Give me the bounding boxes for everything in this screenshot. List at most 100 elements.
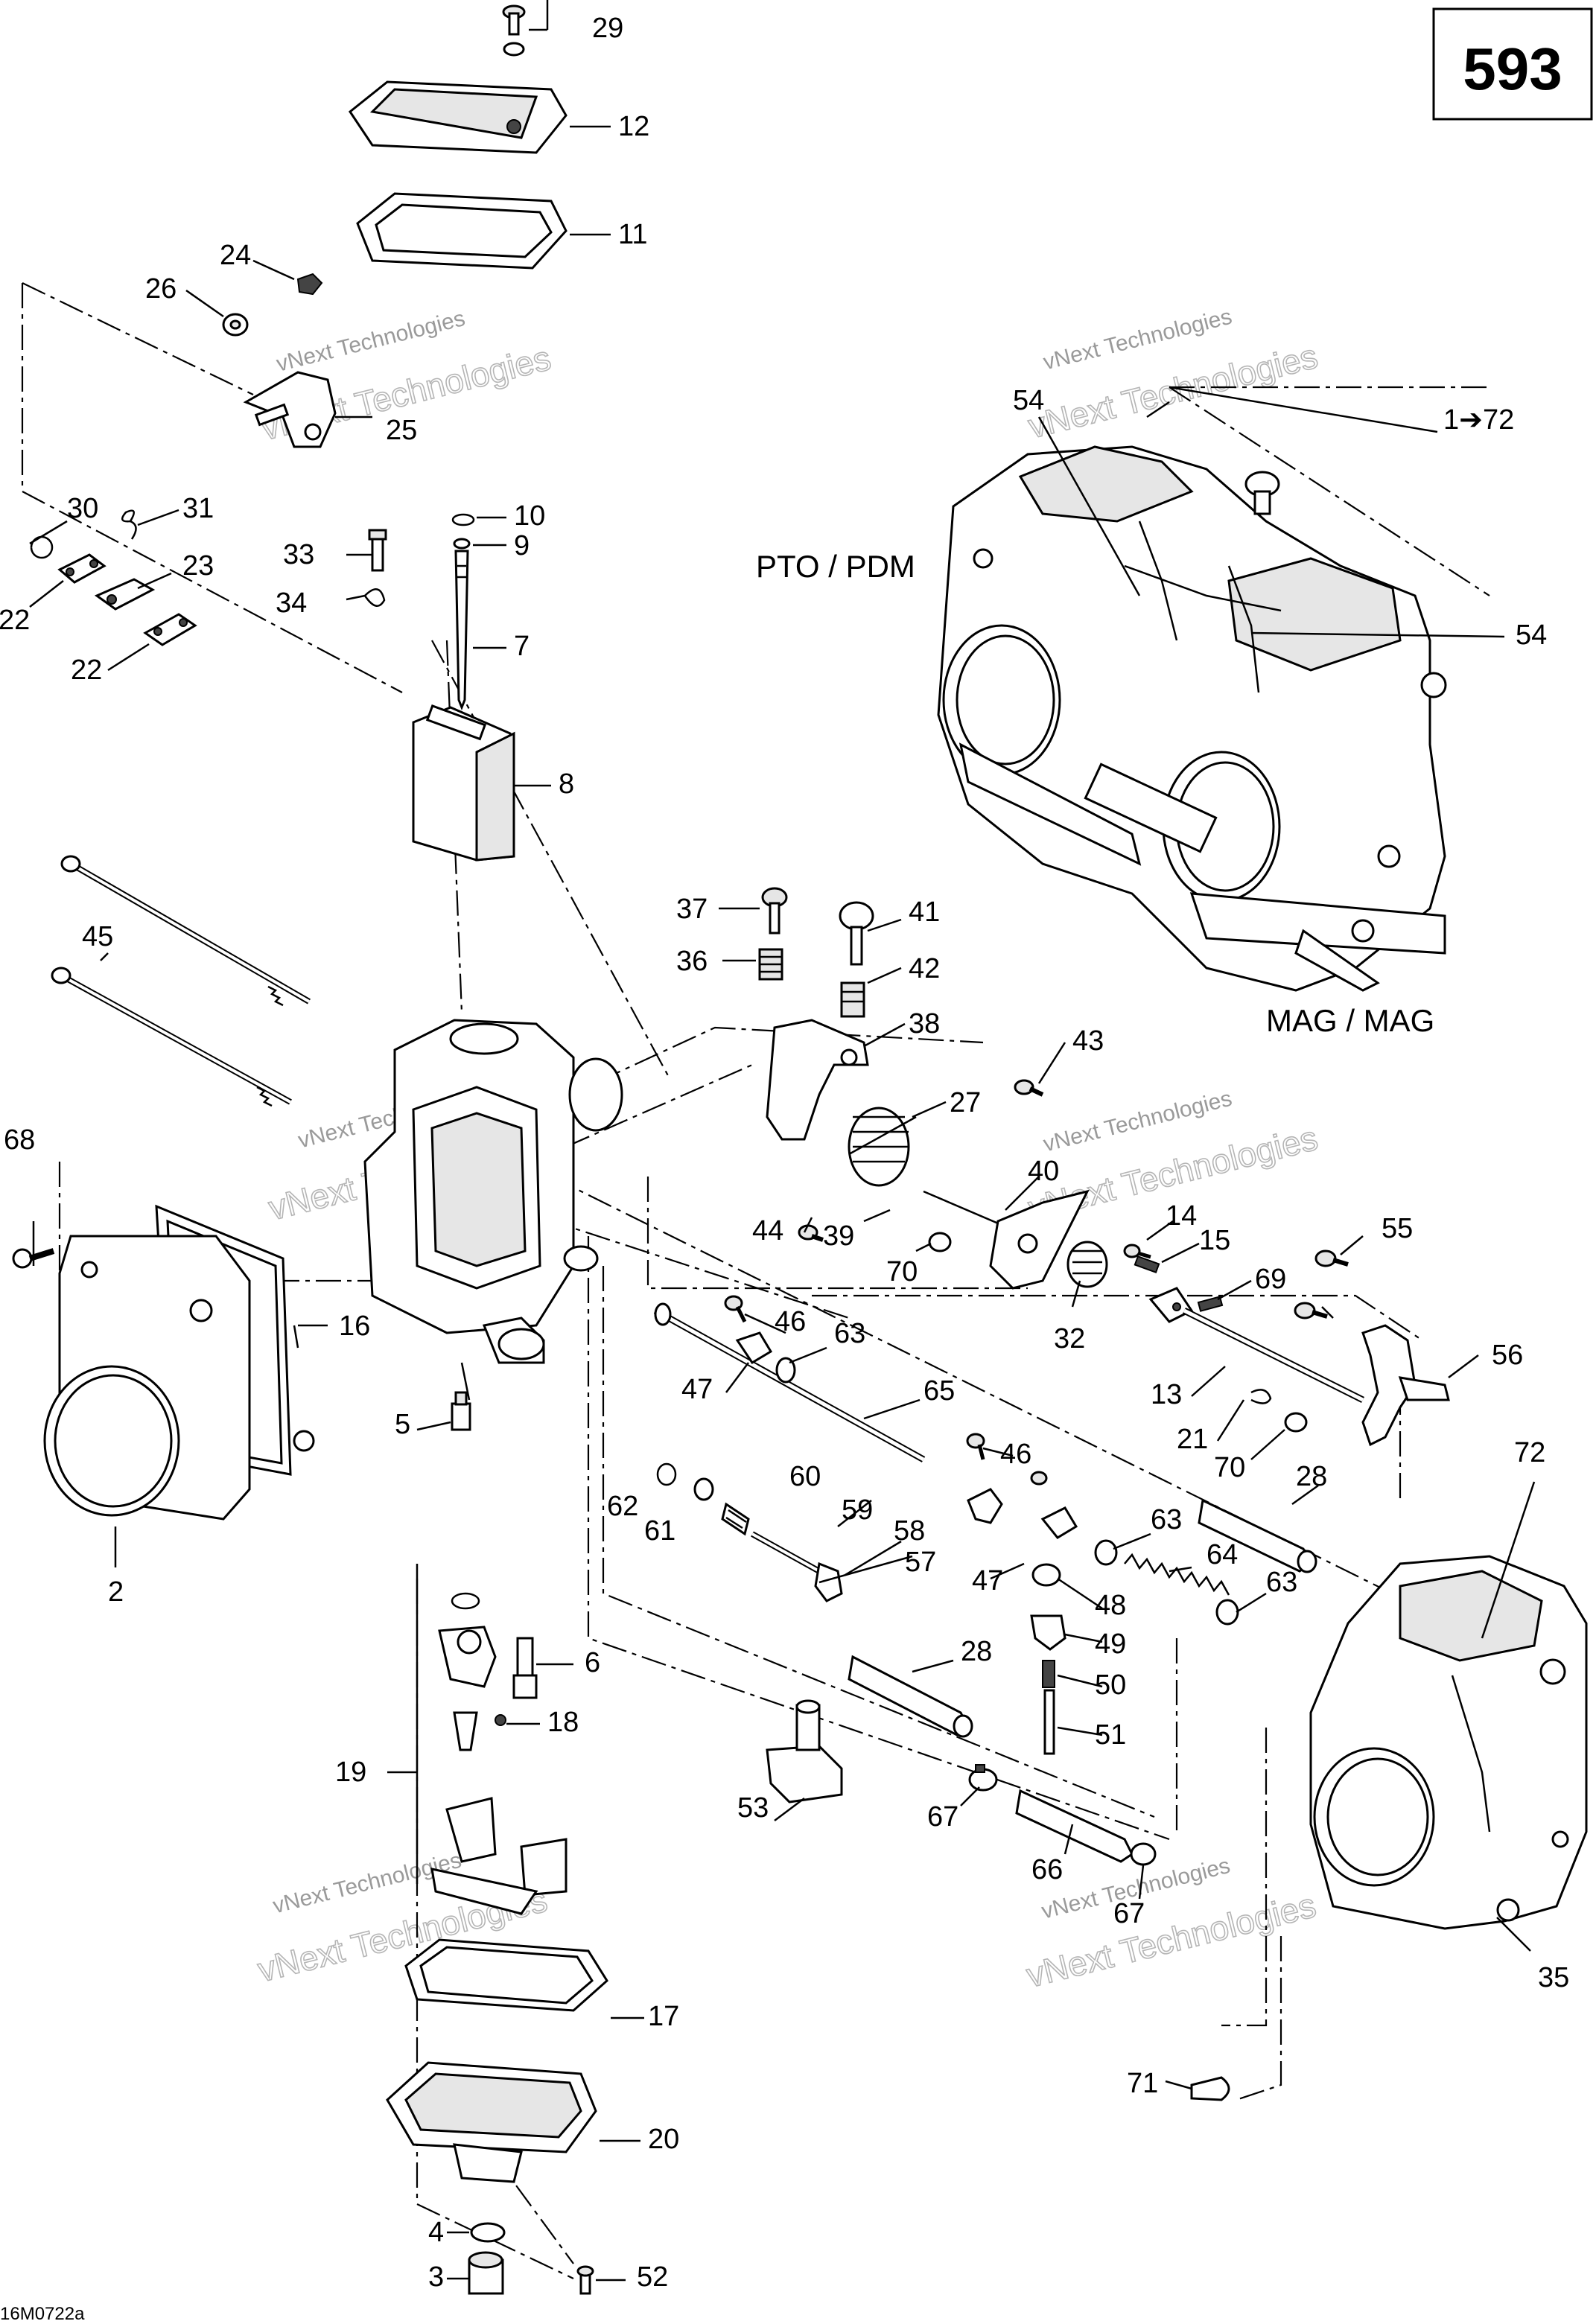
callout-label: 58 <box>894 1515 925 1547</box>
part-bracket-38 <box>766 1019 869 1141</box>
part-clip-34 <box>363 588 386 607</box>
callout-label: 24 <box>220 240 251 271</box>
callout-label: 2 <box>108 1576 124 1608</box>
part-float-19 <box>430 1797 567 1915</box>
callout-label: 34 <box>276 588 307 619</box>
part-knob-58 <box>814 1561 843 1602</box>
part-screw-14 <box>1123 1244 1151 1259</box>
mag-mag-label: MAG / MAG <box>1266 1003 1434 1038</box>
reference-code: 16M0722a <box>0 2304 85 2324</box>
part-clamp-47-a <box>735 1331 773 1365</box>
part-screw-43 <box>1014 1079 1044 1097</box>
part-oring-4 <box>470 2222 506 2243</box>
callout-label: 63 <box>1151 1504 1182 1535</box>
callout-label: 48 <box>1095 1590 1126 1621</box>
callout-label: 27 <box>950 1087 981 1118</box>
part-screw-24 <box>296 273 323 296</box>
callout-label: 38 <box>909 1008 940 1040</box>
part-shaft-65 <box>653 1302 926 1462</box>
part-spring-31 <box>121 509 137 540</box>
part-clip-30 <box>30 535 54 559</box>
part-plug-3 <box>468 2251 504 2295</box>
part-link-22-lower <box>143 613 197 646</box>
callout-label: 23 <box>182 550 214 582</box>
callout-label: 10 <box>514 500 545 532</box>
callout-label: 32 <box>1054 1323 1085 1354</box>
callout-label: 35 <box>1538 1962 1569 1993</box>
callout-label: 55 <box>1382 1213 1413 1244</box>
callout-label: 30 <box>67 493 98 524</box>
callout-label: 43 <box>1072 1025 1104 1057</box>
callout-label: 70 <box>1214 1452 1245 1483</box>
callout-label: 67 <box>1113 1898 1145 1929</box>
callout-label: 11 <box>618 219 647 250</box>
part-spring-64 <box>1124 1553 1230 1596</box>
part-spring-42 <box>840 981 865 1018</box>
part-screw-46-c <box>1030 1471 1048 1486</box>
callout-label: 33 <box>283 539 314 570</box>
part-link-22-upper <box>57 553 106 584</box>
callout-label: 70 <box>886 1256 918 1287</box>
callout-label: 28 <box>1296 1461 1327 1492</box>
callout-label: 56 <box>1492 1340 1523 1371</box>
part-clamp-13 <box>1148 1287 1194 1323</box>
callout-label: 13 <box>1151 1379 1182 1410</box>
callout-label: 22 <box>71 655 102 686</box>
callout-label: 51 <box>1095 1719 1126 1751</box>
part-needle-seat-18 <box>438 1626 506 1751</box>
part-needle-7 <box>454 550 469 711</box>
callout-label: 3 <box>428 2261 444 2293</box>
part-clip-21 <box>1250 1389 1272 1404</box>
part-screw-55-a <box>1314 1249 1349 1267</box>
part-clamp-67-b <box>1130 1842 1157 1866</box>
part-cap-48 <box>1031 1563 1061 1587</box>
callout-label: 47 <box>681 1374 713 1405</box>
part-screw-33 <box>368 529 387 572</box>
part-intake-plate-2 <box>43 1235 251 1521</box>
part-rod-28-lower <box>848 1655 973 1738</box>
callout-label: 5 <box>395 1409 410 1440</box>
part-rod-28-upper <box>1198 1498 1317 1573</box>
page-number-box: 593 <box>1432 7 1593 121</box>
part-oring-62 <box>656 1462 677 1486</box>
part-washer-63-a <box>775 1357 796 1384</box>
callout-label: 61 <box>644 1515 675 1547</box>
part-washer-26 <box>222 313 249 337</box>
callout-label: 54 <box>1013 385 1044 416</box>
callout-label: 19 <box>335 1757 366 1788</box>
part-spring-15 <box>1134 1255 1160 1274</box>
part-lever-25 <box>243 371 337 448</box>
callout-label: 64 <box>1206 1539 1238 1570</box>
callout-label: 41 <box>909 897 940 928</box>
part-clip-10 <box>451 513 475 526</box>
part-cover-12 <box>348 80 567 154</box>
callout-label: 25 <box>386 415 417 446</box>
callout-label: 63 <box>1266 1567 1297 1598</box>
callout-label: 71 <box>1127 2068 1158 2099</box>
part-oring-float <box>451 1592 480 1610</box>
part-washer-70-b <box>1284 1412 1308 1433</box>
part-bolts-45 <box>51 855 311 1107</box>
callout-label: 7 <box>514 631 530 662</box>
part-slide-8 <box>412 704 515 862</box>
callout-label: 12 <box>618 111 649 142</box>
range-label: 1➔72 <box>1443 404 1514 436</box>
part-tube-6 <box>512 1637 538 1699</box>
leader-lines <box>29 0 1536 2282</box>
part-screw-55-b <box>1294 1302 1328 1319</box>
part-screw-59 <box>751 1531 821 1574</box>
callout-label: 44 <box>752 1215 783 1247</box>
part-twin-carb-assembly <box>937 445 1447 992</box>
callout-label: 29 <box>592 13 623 44</box>
part-spring-32 <box>1066 1241 1108 1288</box>
callout-label: 57 <box>905 1547 936 1578</box>
part-spring-60 <box>721 1502 750 1536</box>
part-spring-50 <box>1042 1660 1055 1688</box>
callout-label: 42 <box>909 953 940 984</box>
callout-label: 52 <box>637 2261 668 2293</box>
part-washer-63-c <box>1215 1599 1239 1626</box>
callout-label: 20 <box>648 2124 679 2155</box>
callout-label: 14 <box>1166 1200 1197 1232</box>
part-shaft-13 <box>1182 1307 1365 1404</box>
